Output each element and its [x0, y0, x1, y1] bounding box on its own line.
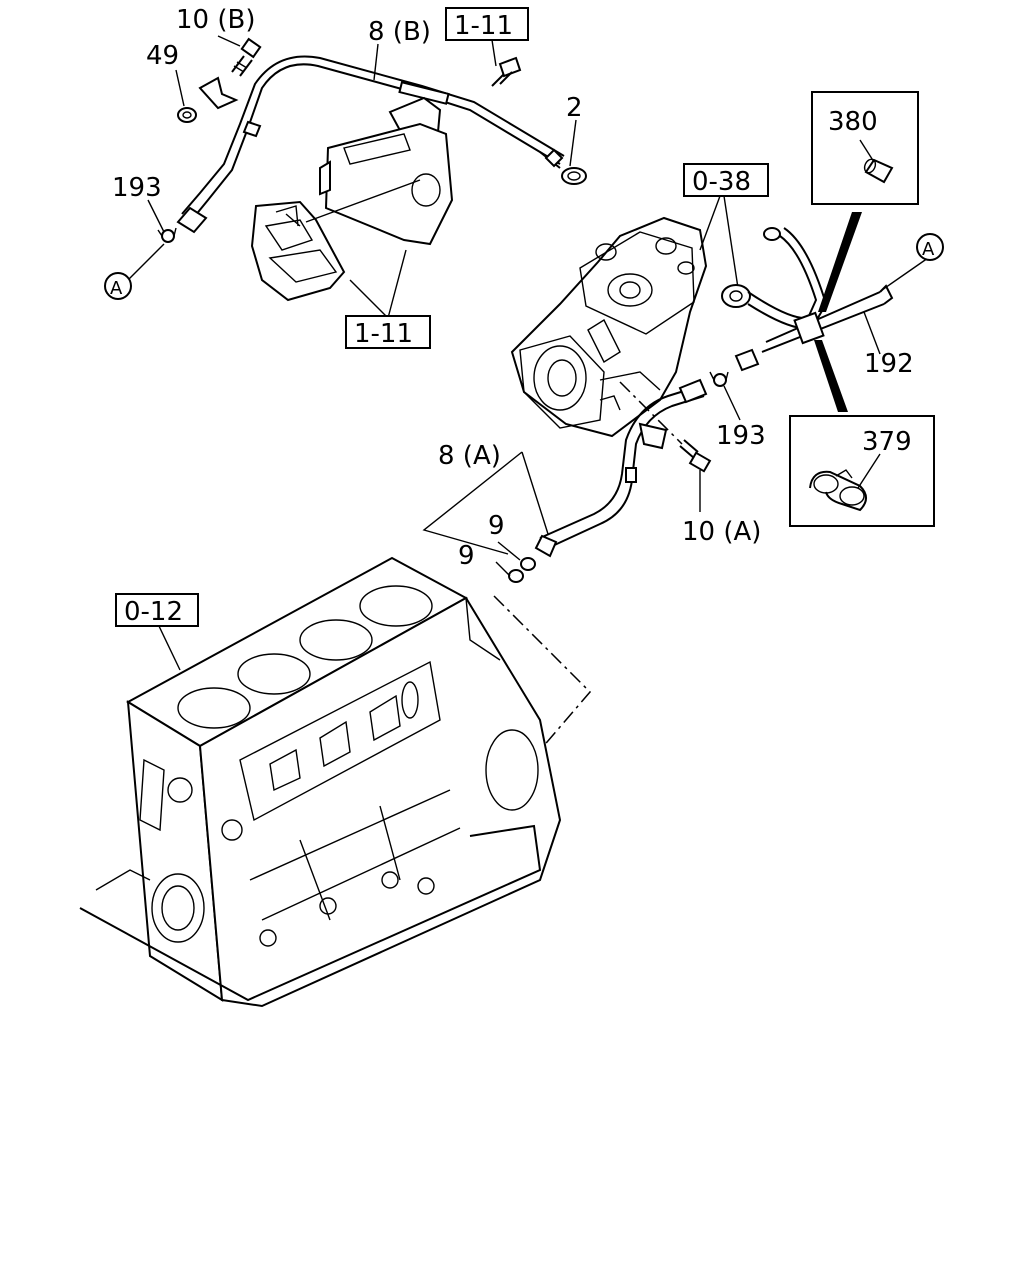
hose-192 — [761, 291, 885, 353]
callout-pipe-8a: 8 (A) — [438, 441, 501, 471]
leader-a-right — [881, 257, 929, 291]
callout-clip-193-left: 193 — [112, 173, 162, 203]
bushing-380-part — [863, 158, 894, 184]
clip-193-left-part — [157, 227, 177, 243]
connector-a-right-circle — [916, 233, 944, 261]
pipe-8b-assembly — [176, 37, 587, 234]
leader-192 — [863, 311, 881, 355]
oring-9-lower-part — [508, 569, 524, 583]
pipe-8a-assembly — [422, 378, 712, 583]
ref-box-1-11-top — [445, 7, 529, 41]
ref-box-0-38 — [683, 163, 769, 197]
leader-193-right — [723, 385, 741, 421]
callout-pipe-8b: 8 (B) — [368, 17, 431, 47]
callout-ref-0-12: 0-12 — [124, 597, 183, 627]
callout-connector-a-left: A — [110, 278, 123, 299]
callout-clamp-379: 379 — [862, 427, 912, 457]
nut-49-part — [177, 107, 197, 123]
leader-0-38-compressor — [699, 195, 721, 251]
breather-pipe-8a — [547, 395, 705, 549]
callout-connector-a-right: A — [922, 239, 935, 260]
wedge-380 — [818, 212, 862, 312]
pipe-bracket-left — [198, 76, 239, 110]
leader-lines-upper-left — [127, 35, 577, 319]
clamp-379-part — [809, 469, 867, 512]
callout-ref-0-38: 0-38 — [692, 167, 751, 197]
callout-bolt-10b: 10 (B) — [176, 5, 255, 35]
cylinder-block-0-12 — [79, 556, 562, 1008]
callout-hose-192: 192 — [864, 349, 914, 379]
connector-a-left-circle — [104, 272, 132, 300]
callout-ref-1-11-top: 1-11 — [454, 11, 513, 41]
bolt-10a-part — [679, 439, 712, 473]
callout-oring-9-lower: 9 — [458, 541, 475, 571]
callout-clip-193-right: 193 — [716, 421, 766, 451]
pipe-end-2 — [561, 167, 587, 185]
callout-nut-49: 49 — [146, 41, 179, 71]
clip-193-right-part — [709, 371, 729, 387]
ref-box-1-11-bottom — [345, 315, 431, 349]
ref-box-0-12 — [115, 593, 199, 627]
wedge-379 — [814, 340, 848, 412]
leader-0-38-fitting — [723, 195, 739, 289]
callout-oring-9-upper: 9 — [488, 511, 505, 541]
oring-9-upper-part — [520, 557, 536, 571]
callout-ref-1-11-bottom: 1-11 — [354, 319, 413, 349]
bolt-10b-part — [231, 37, 262, 77]
leader-0-12 — [157, 623, 181, 671]
callout-bushing-380: 380 — [828, 107, 878, 137]
tank-1-11 — [250, 122, 454, 302]
compressor-0-38 — [510, 216, 708, 438]
callout-bolt-10a: 10 (A) — [682, 517, 761, 547]
callout-dipstick-2: 2 — [566, 93, 583, 123]
